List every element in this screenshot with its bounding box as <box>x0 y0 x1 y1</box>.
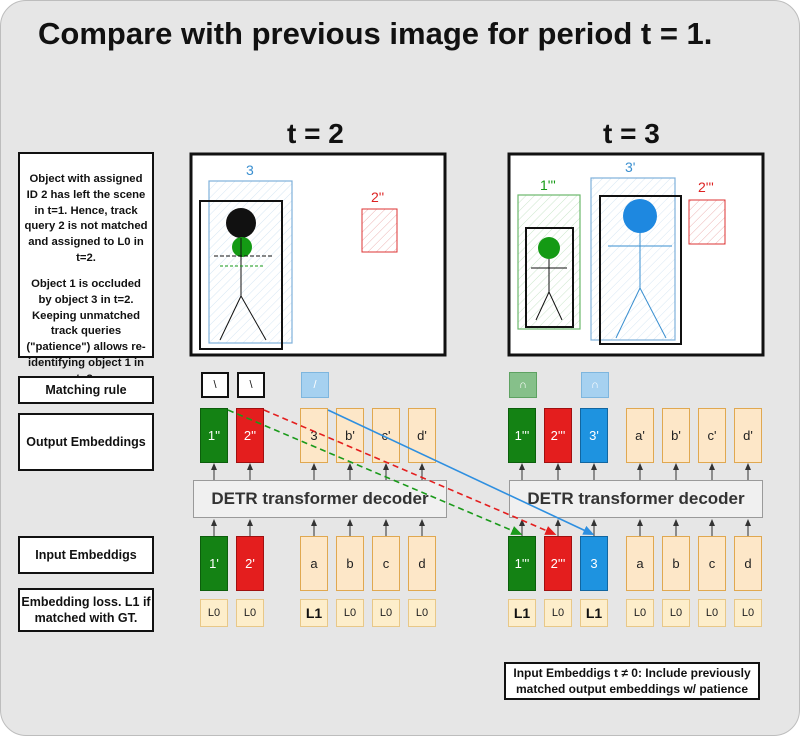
input-embedding-t2-5: c <box>372 536 400 591</box>
input-embedding-t2-1: 1' <box>200 536 228 591</box>
bbox-object-2-t3 <box>688 199 726 245</box>
row-label-embedding-loss: Embedding loss. L1 if matched with GT. <box>18 588 154 632</box>
output-embedding-t3-4: a' <box>626 408 654 463</box>
footnote-line2: matched output embeddings w/ patience <box>515 682 749 697</box>
output-embedding-t3-6: c' <box>698 408 726 463</box>
output-embedding-t3-2: 2''' <box>544 408 572 463</box>
row-label-input-embeddings: Input Embeddigs <box>18 536 154 574</box>
detr-decoder-t3: DETR transformer decoder <box>509 480 763 518</box>
period-label-t3: t = 3 <box>603 118 660 149</box>
loss-t2-1: L0 <box>200 599 228 627</box>
input-embedding-t2-2: 2' <box>236 536 264 591</box>
bbox-object-3-t2 <box>208 180 293 344</box>
bbox-object-1-t2 <box>199 200 283 350</box>
note-object-2-left: Object with assigned ID 2 has left the s… <box>24 173 148 265</box>
loss-t2-5: L0 <box>372 599 400 627</box>
matching-rule-t3-1: ∩ <box>509 372 537 398</box>
output-embedding-t2-3: 3 <box>300 408 328 463</box>
row-label-matching-rule: Matching rule <box>18 376 154 404</box>
scene-frame-t2: 3 2'' <box>189 152 447 357</box>
input-embedding-t3-5: b <box>662 536 690 591</box>
scene-frame-t3: 1''' 3' 2''' <box>507 152 765 357</box>
loss-t2-4: L0 <box>336 599 364 627</box>
output-embedding-t3-7: d' <box>734 408 762 463</box>
loss-t2-3: L1 <box>300 599 328 627</box>
input-embedding-t2-6: d <box>408 536 436 591</box>
output-embedding-t3-5: b' <box>662 408 690 463</box>
footnote-box: Input Embeddigs t ≠ 0: Include previousl… <box>504 662 760 700</box>
detr-decoder-t2: DETR transformer decoder <box>193 480 447 518</box>
footnote-line1: Input Embeddigs t ≠ 0: Include previousl… <box>513 666 751 680</box>
output-embedding-t2-6: d' <box>408 408 436 463</box>
explanation-note: Object with assigned ID 2 has left the s… <box>18 152 154 385</box>
scene-label-3-t3: 3' <box>625 159 635 175</box>
loss-t3-6: L0 <box>698 599 726 627</box>
input-embedding-t3-1: 1''' <box>508 536 536 591</box>
matching-rule-t2-3: / <box>301 372 329 398</box>
row-label-output-embeddings: Output Embeddings <box>18 413 154 471</box>
embedding-loss-label-line1: Embedding loss. L1 if <box>21 595 151 609</box>
scene-label-1-t3: 1''' <box>540 177 556 193</box>
loss-t2-6: L0 <box>408 599 436 627</box>
matching-rule-t2-2: \ <box>237 372 265 398</box>
loss-t3-4: L0 <box>626 599 654 627</box>
loss-t3-2: L0 <box>544 599 572 627</box>
output-embedding-t2-5: c' <box>372 408 400 463</box>
matching-rule-t2-1: \ <box>201 372 229 398</box>
stick-figure-large-t3 <box>608 199 672 339</box>
input-embedding-t3-2: 2''' <box>544 536 572 591</box>
loss-t3-7: L0 <box>734 599 762 627</box>
stick-figure-t2 <box>214 208 272 341</box>
output-embedding-t2-1: 1'' <box>200 408 228 463</box>
bbox-object-1-t3 <box>525 227 574 328</box>
scene-label-2-t3: 2''' <box>698 179 714 195</box>
output-embedding-t3-1: 1''' <box>508 408 536 463</box>
page-title: Compare with previous image for period t… <box>38 16 713 51</box>
scene-label-2-t2: 2'' <box>371 189 384 205</box>
input-embedding-t3-3: 3 <box>580 536 608 591</box>
embedding-loss-label-line2: matched with GT. <box>34 611 138 625</box>
bbox-object-3-t3 <box>599 195 682 345</box>
input-embedding-t2-3: a <box>300 536 328 591</box>
matching-rule-t3-3: ∩ <box>581 372 609 398</box>
output-embedding-t3-3: 3' <box>580 408 608 463</box>
stick-figure-small-t3 <box>531 237 567 321</box>
input-embedding-t3-6: c <box>698 536 726 591</box>
input-embedding-t3-4: a <box>626 536 654 591</box>
loss-t3-1: L1 <box>508 599 536 627</box>
loss-t3-3: L1 <box>580 599 608 627</box>
loss-t3-5: L0 <box>662 599 690 627</box>
period-label-t2: t = 2 <box>287 118 344 149</box>
input-embedding-t2-4: b <box>336 536 364 591</box>
loss-t2-2: L0 <box>236 599 264 627</box>
scene-label-3-t2: 3 <box>246 162 254 178</box>
input-embedding-t3-7: d <box>734 536 762 591</box>
output-embedding-t2-4: b' <box>336 408 364 463</box>
output-embedding-t2-2: 2'' <box>236 408 264 463</box>
bbox-object-2-t2 <box>361 208 398 253</box>
